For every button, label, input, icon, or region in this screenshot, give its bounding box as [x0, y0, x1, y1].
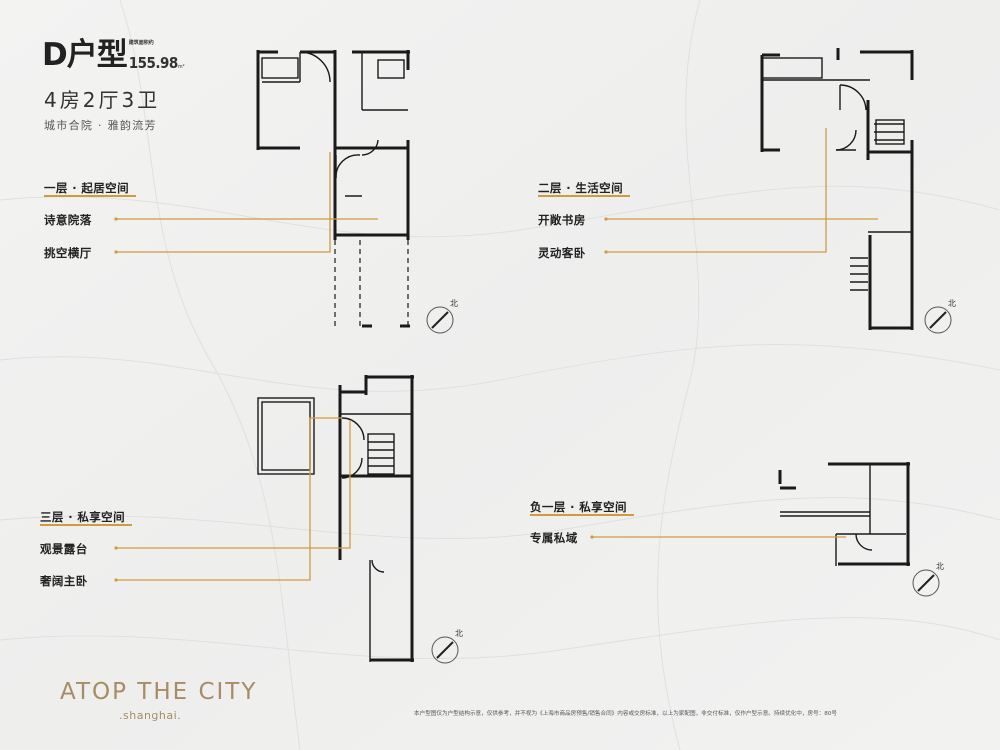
floor2-item-guestroom: 灵动客卧 [538, 246, 586, 260]
unit-type: D户型 [42, 37, 128, 73]
floor3-item-terrace: 观景露台 [40, 542, 88, 556]
basement-title: 负一层 · 私享空间 [530, 500, 627, 514]
basement-plan [778, 462, 910, 566]
leader-lines [116, 128, 878, 581]
slogan: 城市合院 · 雅韵流芳 [44, 119, 157, 132]
floor1-item-courtyard: 诗意院落 [44, 213, 92, 227]
floor2-item-study: 开敞书房 [538, 213, 586, 227]
floor2-title: 二层 · 生活空间 [538, 181, 623, 195]
floor1-underline [44, 195, 136, 197]
floor3-title: 三层 · 私享空间 [40, 510, 125, 524]
disclaimer: 本户型图仅为户型结构示意，仅供参考，并不视为《上海市商品房预售/销售合同》内容或… [414, 711, 837, 717]
floor2-plan [760, 48, 914, 330]
floor3-item-masterbedroom: 奢阔主卧 [40, 574, 88, 588]
compass-north-label: 北 [948, 299, 956, 308]
floor1-item-hall: 挑空横厅 [44, 246, 92, 260]
floor1-plan [256, 50, 410, 330]
compass-north-label: 北 [455, 629, 463, 638]
compass-north-label: 北 [936, 562, 944, 571]
brand-sub: .shanghai. [119, 709, 182, 722]
compass-north-label: 北 [450, 299, 458, 308]
basement-underline [530, 514, 634, 516]
area-value: 155.98 [128, 54, 179, 72]
compass-icon [426, 306, 952, 664]
brand-logo: ATOP THE CITY [60, 679, 258, 705]
floor1-title: 一层 · 起居空间 [44, 181, 129, 195]
area-unit: m² [177, 64, 185, 70]
area-label: 建筑面积约 [128, 40, 154, 46]
floor3-underline [40, 524, 132, 526]
basement-item-private: 专属私域 [530, 531, 578, 545]
floor2-underline [538, 195, 630, 197]
room-count: 4房2厅3卫 [44, 88, 161, 112]
